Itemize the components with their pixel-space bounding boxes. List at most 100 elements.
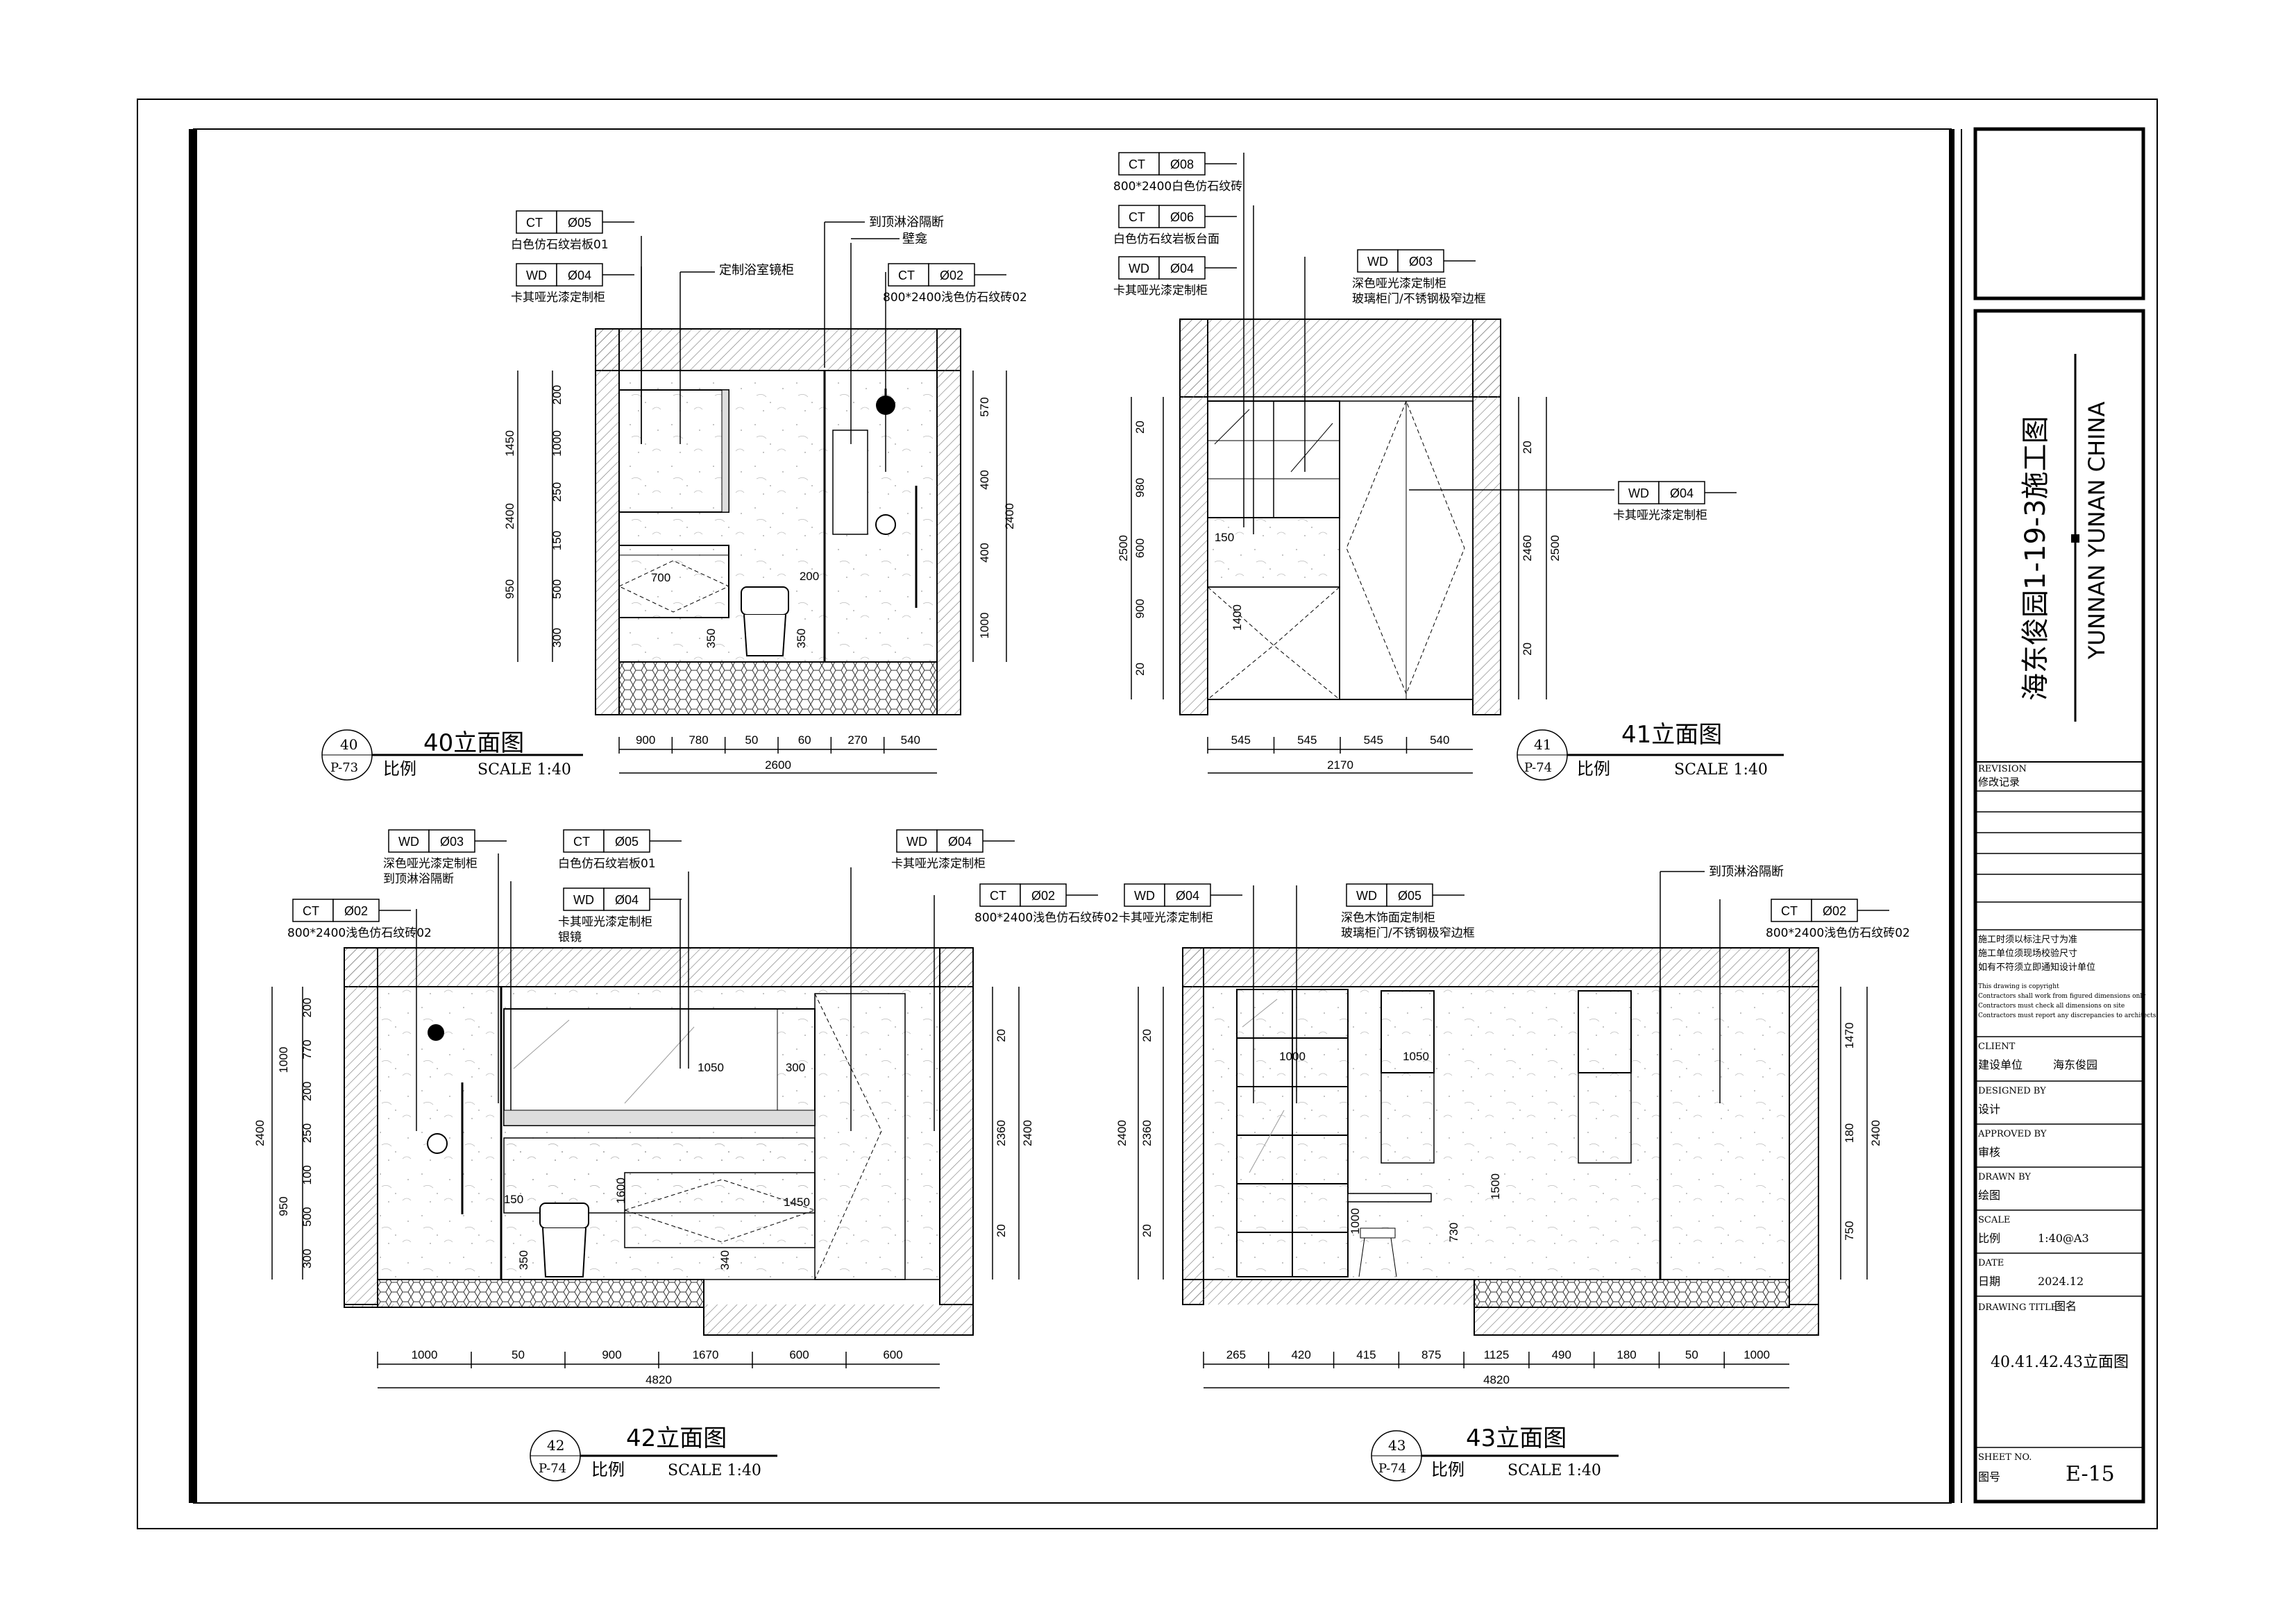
tag-number: Ø04 <box>1170 262 1194 275</box>
elevation-43 <box>1138 872 1868 1388</box>
dimension-label: 50 <box>512 1348 525 1361</box>
note-en-4: Contractors must report any discrepancie… <box>1978 1012 2156 1019</box>
material-tag-wd: WD Ø04 卡其哑光漆定制柜 <box>1113 256 1237 298</box>
dimension-label: 4820 <box>1483 1373 1510 1386</box>
project-title-en: YUNNAN YUNAN CHINA <box>2084 401 2110 660</box>
dimension-label: 250 <box>550 482 564 502</box>
tag-label: 深色哑光漆定制柜 <box>383 857 478 871</box>
sheet-en: SHEET NO. <box>1978 1452 2032 1463</box>
dimension-label: 400 <box>978 543 991 562</box>
dimension-label: 545 <box>1364 733 1383 747</box>
scale-cn: 比例 <box>1978 1232 2000 1245</box>
tag-code: CT <box>573 835 590 849</box>
dimension-label: 415 <box>1356 1348 1376 1361</box>
dimension-label: 2400 <box>1869 1120 1882 1146</box>
dimension-label: 545 <box>1231 733 1251 747</box>
view-title: 43立面图 <box>1466 1425 1567 1452</box>
tag-label: 深色木饰面定制柜 <box>1341 911 1435 925</box>
dimension-label: 180 <box>1843 1123 1856 1143</box>
dimension-label: 700 <box>651 571 670 584</box>
view-scale: SCALE 1:40 <box>1674 761 1768 779</box>
tag-number: Ø05 <box>568 216 591 230</box>
dimension-label: 730 <box>1447 1223 1460 1242</box>
tag-label: 白色仿石纹岩板01 <box>558 857 656 871</box>
mirror <box>503 1008 816 1126</box>
note-line-3: 如有不符须立即通知设计单位 <box>1978 962 2095 973</box>
tag-label: 卡其哑光漆定制柜 <box>1613 509 1707 522</box>
elevation-41 <box>1131 153 1614 774</box>
tag-number: Ø02 <box>940 269 963 282</box>
note-niche: 壁龛 <box>902 232 927 246</box>
dimension-label: 20 <box>1133 663 1147 676</box>
dimension-label: 875 <box>1421 1348 1441 1361</box>
view-ref: P-73 <box>330 760 358 775</box>
designed-en: DESIGNED BY <box>1978 1086 2046 1096</box>
tag-number: Ø03 <box>1409 255 1433 269</box>
elevation-40 <box>517 222 1007 774</box>
dimension-label: 1125 <box>1484 1348 1510 1361</box>
dimension-label: 400 <box>978 470 991 489</box>
view-title-43: 43 P-74 43立面图 比例 SCALE 1:40 <box>1371 1425 1619 1481</box>
dimension-label: 1500 <box>1489 1173 1502 1200</box>
view-scale: SCALE 1:40 <box>478 761 571 779</box>
drawing-title-cn: 图名 <box>2054 1300 2077 1313</box>
tag-label: 白色仿石纹岩板台面 <box>1113 232 1219 246</box>
tag-code: CT <box>990 889 1006 903</box>
dimension-label: 2500 <box>1117 535 1130 561</box>
note-line-2: 施工单位须现场校验尺寸 <box>1978 948 2077 959</box>
tag-label: 卡其哑光漆定制柜 <box>1113 284 1208 298</box>
tag-label: 卡其哑光漆定制柜 <box>891 857 986 871</box>
client-value: 海东俊园 <box>2053 1058 2097 1071</box>
tag-code: CT <box>898 269 915 282</box>
dimension-label: 50 <box>745 733 758 747</box>
tag-label: 800*2400浅色仿石纹砖02 <box>883 291 1027 305</box>
dimension-label: 1450 <box>784 1196 810 1209</box>
tag-code: WD <box>1356 889 1377 903</box>
view-ref: P-74 <box>1524 760 1552 775</box>
tag-code: CT <box>1129 158 1145 171</box>
tag-label-2: 银镜 <box>558 931 582 944</box>
dimension-label: 1000 <box>1744 1348 1770 1361</box>
view-scale-cn: 比例 <box>591 1460 625 1479</box>
tag-code: CT <box>1129 210 1145 224</box>
dimension-label: 1050 <box>698 1061 724 1074</box>
view-ref: P-74 <box>1378 1461 1406 1476</box>
dimension-label: 250 <box>301 1123 314 1143</box>
vanity-cabinet <box>618 545 729 618</box>
dimension-label: 950 <box>277 1196 290 1216</box>
tag-number: Ø02 <box>344 904 368 918</box>
dimension-label: 20 <box>1133 420 1147 434</box>
tag-number: Ø04 <box>948 835 972 849</box>
designed-cn: 设计 <box>1978 1103 2000 1116</box>
dimension-label: 1670 <box>693 1348 719 1361</box>
dimension-label: 20 <box>1521 441 1534 454</box>
tag-code: WD <box>1129 262 1149 275</box>
drawing-title-value: 40.41.42.43立面图 <box>1991 1354 2129 1371</box>
view-scale-cn: 比例 <box>383 759 416 779</box>
dimension-label: 770 <box>301 1039 314 1059</box>
note-en-1: This drawing is copyright <box>1978 983 2059 990</box>
dimension-label: 600 <box>1133 538 1147 558</box>
tag-number: Ø05 <box>615 835 639 849</box>
dimension-label: 180 <box>1617 1348 1636 1361</box>
toilet <box>741 586 789 615</box>
dimension-label: 50 <box>1685 1348 1698 1361</box>
dimension-label: 300 <box>301 1249 314 1268</box>
dimension-label: 200 <box>301 998 314 1017</box>
tag-number: Ø04 <box>1176 889 1199 903</box>
dimension-label: 350 <box>704 629 718 648</box>
scale-en: SCALE <box>1978 1215 2010 1225</box>
dimension-label: 420 <box>1291 1348 1310 1361</box>
tag-code: WD <box>398 835 419 849</box>
elevation-42 <box>271 853 1020 1388</box>
dimension-label: 540 <box>1430 733 1449 747</box>
tag-number: Ø02 <box>1823 904 1846 918</box>
dimension-label: 1600 <box>614 1178 627 1204</box>
material-tag-ct: CT Ø05 白色仿石纹岩板01 <box>558 829 682 871</box>
